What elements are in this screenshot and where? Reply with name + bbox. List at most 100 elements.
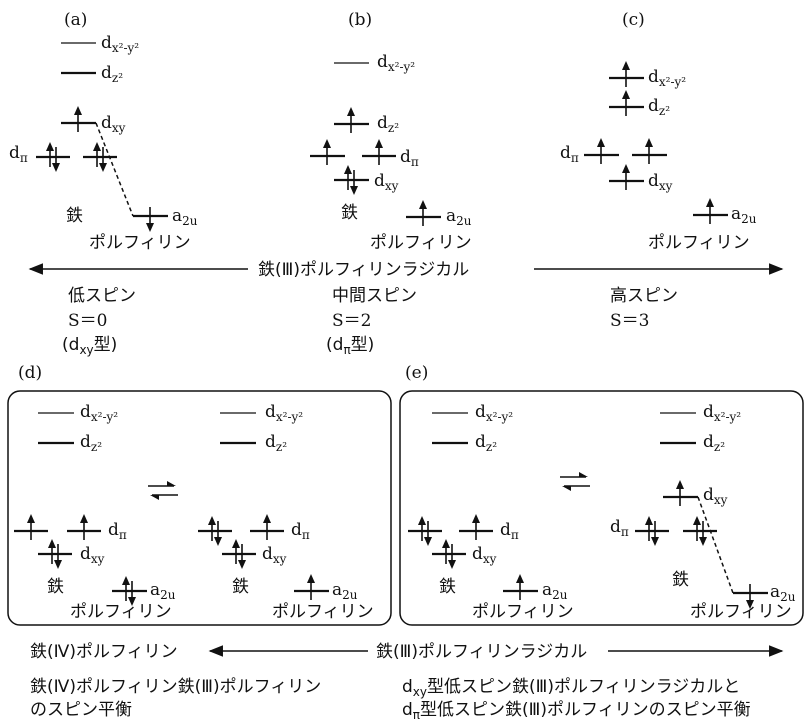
bottom-left-label: 鉄(Ⅳ)ポルフィリン <box>30 642 178 662</box>
spin-up-arrow <box>706 198 714 224</box>
porphyrin-label: ポルフィリン <box>70 602 172 622</box>
spin-up-arrow <box>74 106 82 132</box>
svg-text:(dπ型): (dπ型) <box>326 335 374 357</box>
equilibrium-arrows <box>560 472 590 491</box>
center-label: 鉄(Ⅲ)ポルフィリンラジカル <box>258 260 469 280</box>
low-spin-S: S＝0 <box>68 311 107 331</box>
label-a2u: a2u <box>150 580 176 602</box>
panel-label-b: (b) <box>348 10 372 30</box>
top-spin-axis: 鉄(Ⅲ)ポルフィリンラジカル 低スピン S＝0 (dxy型) 中間スピン S＝2… <box>28 260 784 357</box>
svg-text:a2u: a2u <box>150 580 176 602</box>
svg-text:dx²-y²: dx²-y² <box>101 33 139 55</box>
iron-label: 鉄 <box>672 570 689 590</box>
svg-text:dπ: dπ <box>108 520 127 542</box>
label-dxy: dxy <box>101 113 126 135</box>
panel-label-a: (a) <box>64 10 87 30</box>
panel-c: dx²-y² dz² dπ dxy a2u ポルフィリン <box>560 61 757 253</box>
mid-spin-label: 中間スピン <box>332 286 417 306</box>
spin-up-arrow <box>645 138 653 164</box>
svg-text:dz²: dz² <box>475 432 497 454</box>
svg-text:a2u: a2u <box>542 580 568 602</box>
caption-e-line2: dπ型低スピン鉄(Ⅲ)ポルフィリンのスピン平衡 <box>402 700 751 721</box>
caption-d: 鉄(Ⅳ)ポルフィリン鉄(Ⅲ)ポルフィリン のスピン平衡 <box>30 677 321 720</box>
porphyrin-label: ポルフィリン <box>472 602 574 622</box>
svg-text:dπ: dπ <box>560 143 579 165</box>
label-dx2y2: dx²-y² <box>475 402 513 424</box>
svg-text:dz²: dz² <box>80 432 102 454</box>
iron-label: 鉄 <box>341 203 358 223</box>
panel-d: dx²-y² dz² dπ dxy 鉄 a2u ポルフィリン dx²-y² d <box>14 402 374 622</box>
spin-up-arrow <box>307 574 315 600</box>
label-dpi: dπ <box>500 520 519 542</box>
label-dpi: dπ <box>400 147 419 169</box>
label-dpi: dπ <box>9 143 28 165</box>
svg-text:dπ: dπ <box>500 520 519 542</box>
svg-text:dxy: dxy <box>101 113 126 135</box>
label-a2u: a2u <box>446 206 472 228</box>
panel-label-c: (c) <box>622 10 645 30</box>
svg-text:dπ: dπ <box>9 143 28 165</box>
spin-up-arrow <box>597 138 605 164</box>
label-dz2: dz² <box>265 432 287 454</box>
iron-label: 鉄 <box>232 577 249 597</box>
spin-up-arrow <box>472 514 480 540</box>
svg-text:dπ: dπ <box>291 520 310 542</box>
label-dz2: dz² <box>475 432 497 454</box>
iron-label: 鉄 <box>66 206 83 226</box>
spin-up-arrow <box>622 61 630 87</box>
label-dx2y2: dx²-y² <box>648 67 686 89</box>
bottom-axis: 鉄(Ⅳ)ポルフィリン 鉄(Ⅲ)ポルフィリンラジカル <box>30 642 784 662</box>
iron-label: 鉄 <box>47 577 64 597</box>
label-dz2: dz² <box>377 113 399 135</box>
porphyrin-label: ポルフィリン <box>648 233 750 253</box>
spin-up-arrow <box>347 107 355 133</box>
svg-text:a2u: a2u <box>770 582 796 604</box>
svg-text:dz²: dz² <box>703 432 725 454</box>
spin-up-arrow <box>375 139 383 165</box>
spin-pair-arrows <box>46 142 60 172</box>
panel-a: dx²-y² dz² dxy dπ a2u 鉄 ポルフィリン <box>9 33 198 253</box>
svg-text:dz²: dz² <box>101 63 123 85</box>
panel-e-box <box>399 390 804 626</box>
label-a2u: a2u <box>731 204 757 226</box>
svg-text:a2u: a2u <box>731 204 757 226</box>
label-dx2y2: dx²-y² <box>703 402 741 424</box>
label-dz2: dz² <box>80 432 102 454</box>
svg-text:dxy: dxy <box>374 171 399 193</box>
label-dxy: dxy <box>472 544 497 566</box>
caption-d-line1: 鉄(Ⅳ)ポルフィリン鉄(Ⅲ)ポルフィリン <box>30 677 321 697</box>
iron-label: 鉄 <box>439 577 456 597</box>
spin-up-arrow <box>323 139 331 165</box>
spin-down-arrow <box>746 584 754 609</box>
panel-label-e: (e) <box>405 363 428 383</box>
panel-label-d: (d) <box>18 363 42 383</box>
mixing-dashed-line <box>697 496 734 594</box>
svg-text:dz²: dz² <box>377 113 399 135</box>
mid-spin-type: (dπ型) <box>326 335 374 357</box>
label-dx2y2: dx²-y² <box>101 33 139 55</box>
caption-e-line1: dxy型低スピン鉄(Ⅲ)ポルフィリンラジカルと <box>402 677 740 699</box>
label-a2u: a2u <box>542 580 568 602</box>
bottom-center-label: 鉄(Ⅲ)ポルフィリンラジカル <box>376 642 587 662</box>
label-dpi: dπ <box>610 517 629 539</box>
spin-pair-arrows <box>232 539 246 569</box>
mixing-dashed-line <box>95 122 134 217</box>
porphyrin-label: ポルフィリン <box>272 602 374 622</box>
label-dz2: dz² <box>101 63 123 85</box>
svg-text:dx²-y²: dx²-y² <box>648 67 686 89</box>
spin-up-arrow <box>622 90 630 116</box>
spin-pair-arrows <box>442 539 456 569</box>
svg-text:(dxy型): (dxy型) <box>62 335 117 357</box>
label-dxy: dxy <box>703 485 728 507</box>
spin-up-arrow <box>27 514 35 540</box>
svg-text:a2u: a2u <box>332 580 358 602</box>
label-a2u: a2u <box>332 580 358 602</box>
label-dx2y2: dx²-y² <box>80 402 118 424</box>
label-dx2y2: dx²-y² <box>377 52 415 74</box>
label-dxy: dxy <box>374 171 399 193</box>
spin-pair-arrows <box>344 165 358 195</box>
low-spin-type: (dxy型) <box>62 335 117 357</box>
svg-text:dπ: dπ <box>400 147 419 169</box>
svg-text:dπ: dπ <box>610 517 629 539</box>
